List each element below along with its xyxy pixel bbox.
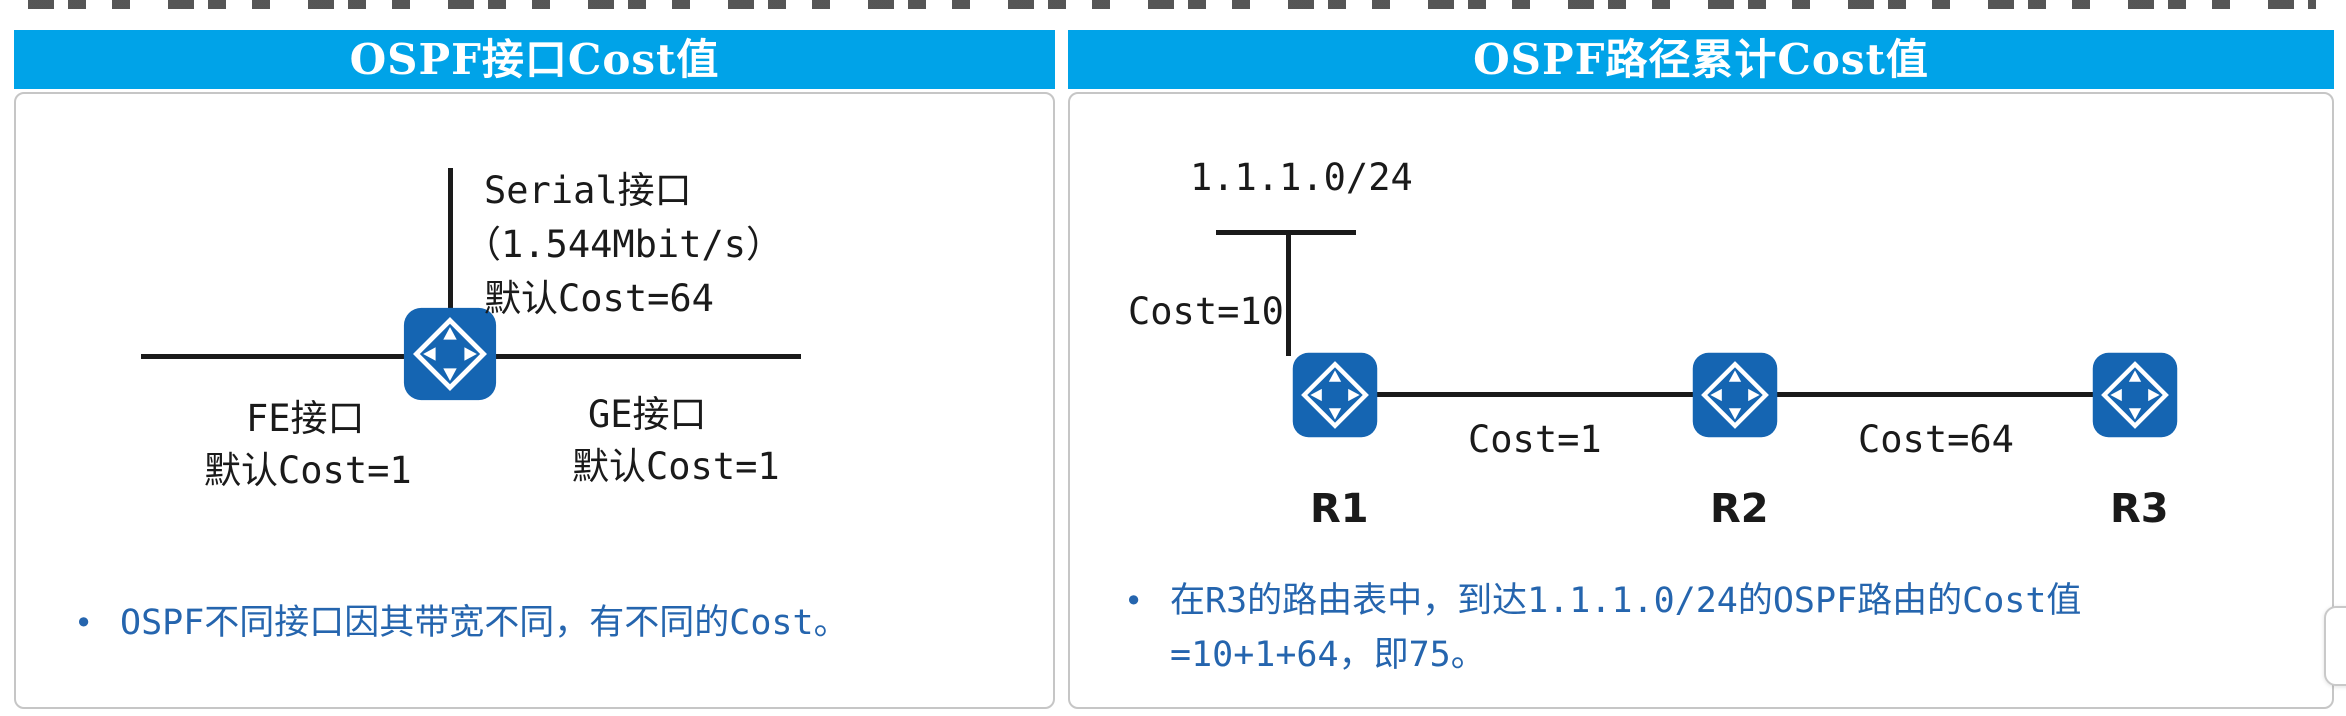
bullet-dot: •	[74, 604, 94, 642]
router-r1-icon	[1292, 352, 1378, 438]
router-r3-icon	[2092, 352, 2178, 438]
serial-speed-label: （1.544Mbit/s）	[464, 223, 784, 266]
serial-cost-label: 默认Cost=64	[484, 277, 714, 320]
router-r3-name: R3	[2110, 486, 2169, 532]
cost-r1-r2-label: Cost=1	[1468, 418, 1602, 461]
network-drop-line	[1286, 230, 1291, 356]
cost-r2-r3-label: Cost=64	[1858, 418, 2014, 461]
edge-widget[interactable]	[2324, 606, 2346, 686]
cost-network-label: Cost=10	[1128, 290, 1284, 333]
fe-interface-label: FE接口	[246, 397, 365, 440]
ge-interface-label: GE接口	[588, 393, 707, 436]
router-r2-name: R2	[1710, 486, 1769, 532]
serial-link-line	[448, 168, 453, 318]
router-r2-icon	[1692, 352, 1778, 438]
clipped-text-top	[28, 0, 2316, 9]
router-icon	[403, 307, 497, 401]
network-prefix-label: 1.1.1.0/24	[1190, 156, 1413, 199]
right-bullet-line2: =10+1+64，即75。	[1170, 635, 1486, 676]
bullet-dot: •	[1124, 582, 1144, 620]
ge-cost-label: 默认Cost=1	[572, 445, 780, 488]
right-panel-body: 1.1.1.0/24	[1068, 92, 2334, 709]
right-bullet-line1: 在R3的路由表中，到达1.1.1.0/24的OSPF路由的Cost值	[1170, 581, 2082, 621]
left-bullet: • OSPF不同接口因其带宽不同，有不同的Cost。	[74, 596, 849, 650]
left-panel-body: Serial接口 （1.544Mbit/s） 默认Cost=64 FE接口 默认…	[14, 92, 1055, 709]
fe-cost-label: 默认Cost=1	[204, 449, 412, 492]
left-bullet-text: OSPF不同接口因其带宽不同，有不同的Cost。	[120, 603, 849, 643]
right-bullet: • 在R3的路由表中，到达1.1.1.0/24的OSPF路由的Cost值 =10…	[1124, 574, 2081, 683]
left-panel-title: OSPF接口Cost值	[14, 30, 1055, 89]
serial-interface-label: Serial接口	[484, 169, 692, 212]
right-panel-title: OSPF路径累计Cost值	[1068, 30, 2334, 89]
router-r1-name: R1	[1310, 486, 1369, 532]
right-bullet-text: 在R3的路由表中，到达1.1.1.0/24的OSPF路由的Cost值 =10+1…	[1170, 574, 2081, 683]
